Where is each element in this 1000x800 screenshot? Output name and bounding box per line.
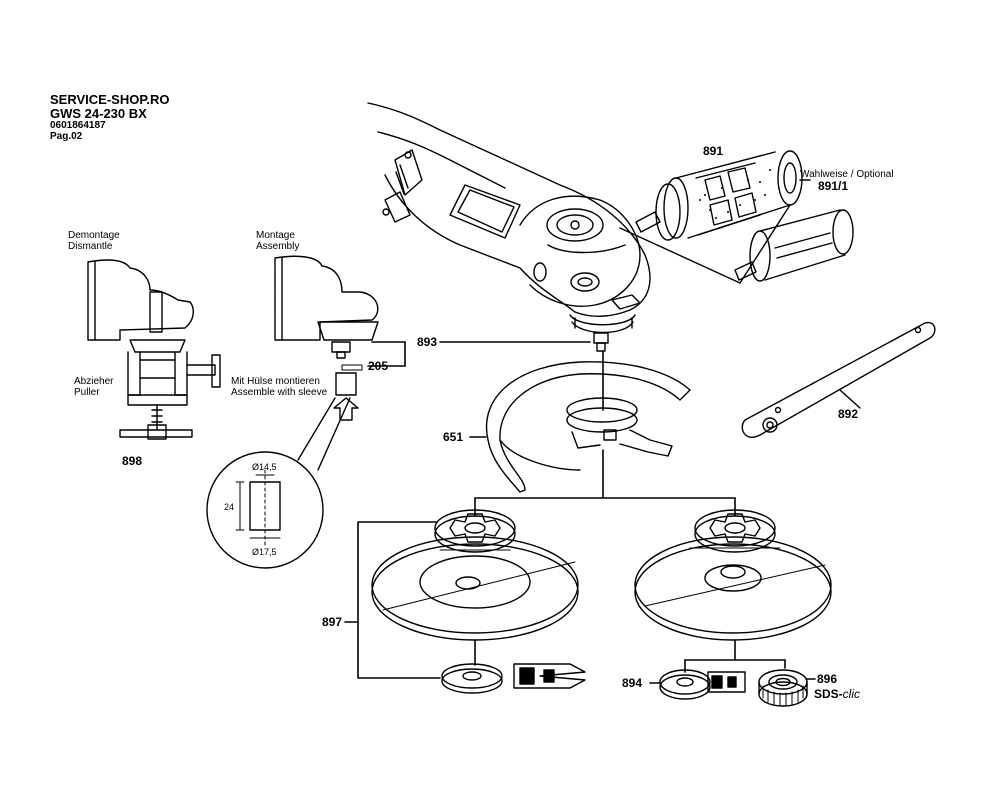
label-894: 894 [622,676,642,690]
sds-clic-label: SDS-clic [814,687,860,701]
labels: Demontage Dismantle Montage Assembly Abz… [68,144,894,701]
angle-grinder-body [367,102,651,352]
caption-assembly-en: Assembly [256,241,299,252]
sds-prefix: SDS- [814,687,843,701]
flange-894 [659,669,746,700]
label-893: 893 [417,335,437,349]
label-891: 891 [703,144,723,158]
side-handle-891 [635,150,803,241]
caption-assembly-de: Montage [256,230,295,241]
assembly-setup [274,255,379,421]
caption-dismantle-de: Demontage [68,230,120,241]
caption-sleeve-de: Mit Hülse montieren [231,376,320,387]
site-name: SERVICE-SHOP.RO [50,92,170,107]
spanner-892 [741,321,936,438]
sleeve-detail [206,397,351,569]
puller-tool [87,259,221,440]
clamp-nut-896 [758,669,808,707]
label-898: 898 [122,454,142,468]
part-number: 0601864187 [50,120,106,131]
label-896: 896 [817,672,837,686]
dimension-bottom: Ø17,5 [252,547,277,557]
label-205: 205 [368,359,388,373]
optional-handle-891-1 [619,204,854,284]
disc-left [371,536,579,641]
caption-puller-de: Abzieher [74,376,114,387]
caption-puller-en: Puller [74,387,100,398]
dimension-height: 24 [224,502,234,512]
model-name: GWS 24-230 BX [50,106,147,121]
dimension-top: Ø14,5 [252,462,277,472]
caption-dismantle-en: Dismantle [68,241,113,252]
guard-651 [485,361,691,493]
label-651: 651 [443,430,463,444]
sds-suffix: clic [843,687,860,701]
label-892: 892 [838,407,858,421]
caption-optional: Wahlweise / Optional [800,169,894,180]
flange-left-lower [441,663,586,694]
caption-sleeve-en: Assemble with sleeve [231,387,328,398]
reference-lines [344,179,816,684]
label-891-1: 891/1 [818,179,848,193]
page-number: Pag.02 [50,131,83,142]
disc-right [634,536,832,641]
label-897: 897 [322,615,342,629]
